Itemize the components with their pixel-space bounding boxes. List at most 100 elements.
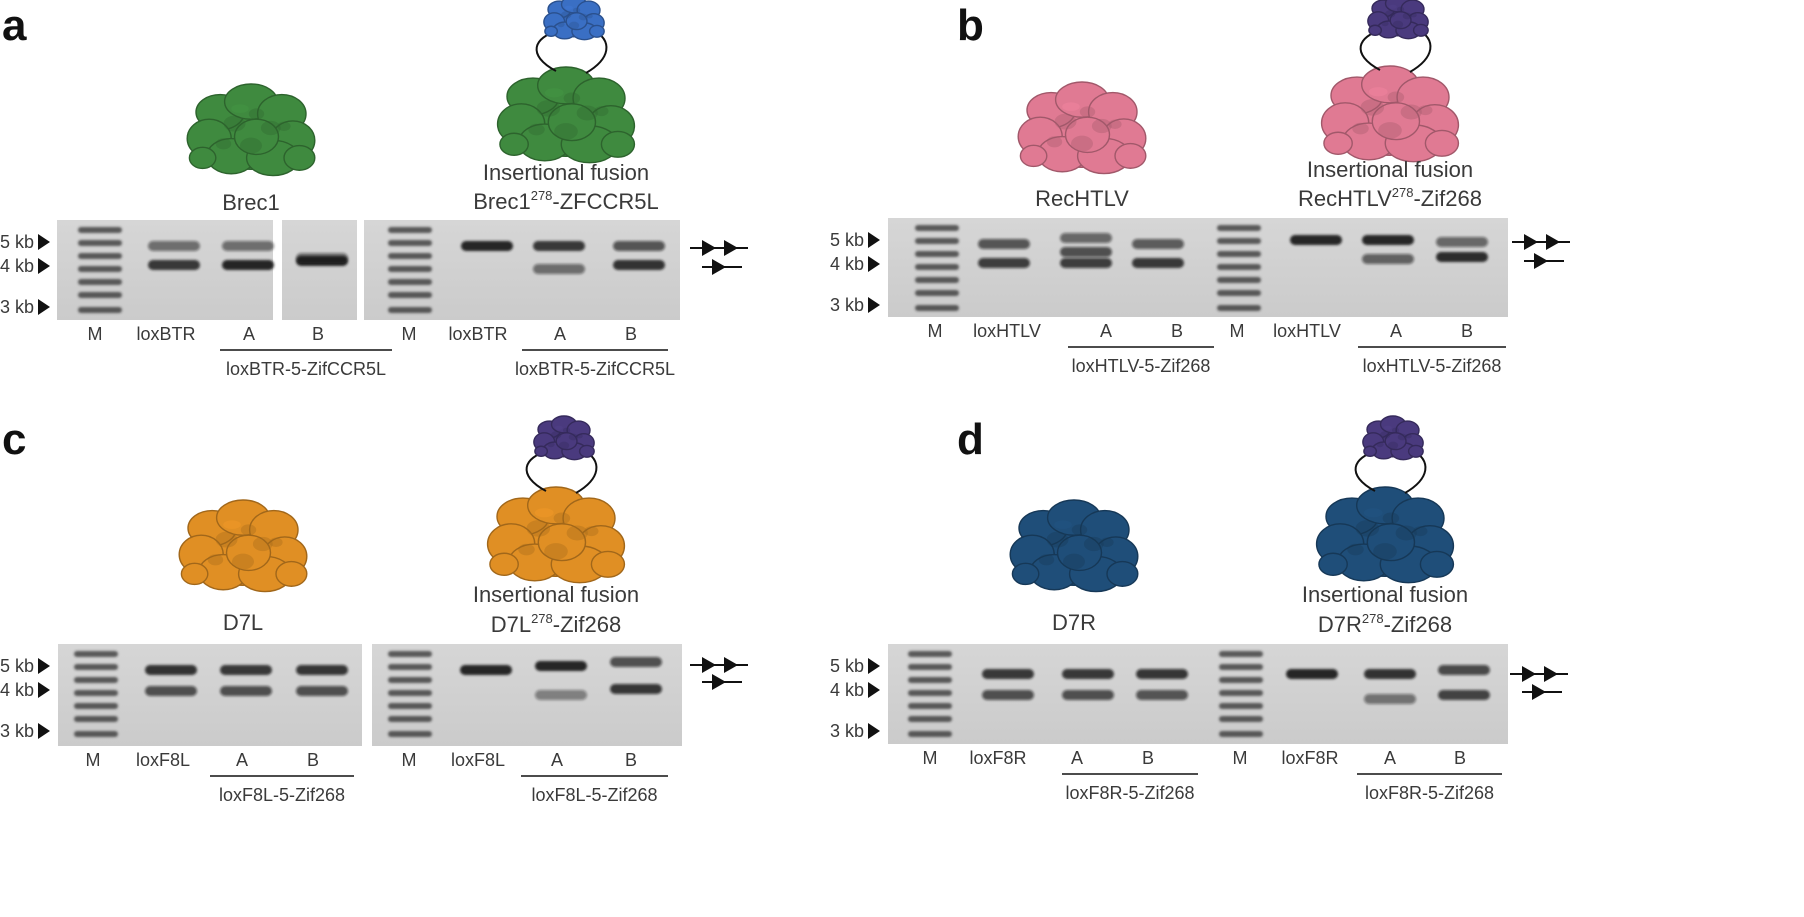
kb-marker-label: 3 kb <box>830 721 864 741</box>
gel-image <box>888 644 1508 744</box>
lane-label: loxBTR <box>136 324 195 344</box>
fusion-title: Insertional fusion <box>1302 582 1468 607</box>
ladder-band <box>74 690 118 696</box>
ladder-band <box>1219 664 1263 670</box>
ladder-band <box>908 703 952 709</box>
kb-marker-label: 4 kb <box>0 680 34 700</box>
kb-marker-arrow <box>38 299 50 315</box>
fusion-name: D7L278-Zif268 <box>491 611 622 637</box>
gel-band <box>148 260 200 270</box>
lane-label: A <box>1071 748 1083 768</box>
ladder-band <box>1219 703 1263 709</box>
protein-name: D7L <box>223 610 263 635</box>
ladder-band <box>388 227 432 233</box>
ladder-band <box>915 277 959 283</box>
gel-band <box>1290 235 1342 245</box>
kb-marker-label: 3 kb <box>0 721 34 741</box>
ladder-band <box>908 716 952 722</box>
ladder-band <box>1219 690 1263 696</box>
ladder-band <box>388 703 432 709</box>
lane-label: A <box>1100 321 1112 341</box>
gel-band <box>220 665 272 675</box>
kb-marker-arrow <box>38 258 50 274</box>
ladder-band <box>74 664 118 670</box>
kb-marker-arrow <box>38 682 50 698</box>
fusion-name: Brec1278-ZFCCR5L <box>473 188 659 214</box>
panel-letter: d <box>957 415 984 464</box>
panel-letter: a <box>2 1 27 50</box>
kb-marker-arrow <box>868 297 880 313</box>
lane-label: A <box>236 750 248 770</box>
gel-band <box>535 690 587 700</box>
kb-marker-arrow <box>868 232 880 248</box>
ladder-band <box>908 731 952 737</box>
lane-label: B <box>625 750 637 770</box>
fusion-name: RecHTLV278-Zif268 <box>1298 185 1482 211</box>
group-label: loxF8L-5-Zif268 <box>531 785 657 805</box>
lane-label: M <box>1230 321 1245 341</box>
ladder-band <box>1217 290 1261 296</box>
gel-band <box>1438 665 1490 675</box>
gel-band <box>1436 237 1488 247</box>
ladder-band <box>78 279 122 285</box>
ladder-band <box>78 292 122 298</box>
gel-band <box>460 665 512 675</box>
lane-label: A <box>1390 321 1402 341</box>
ladder-band <box>915 264 959 270</box>
gel-band <box>148 241 200 251</box>
fusion-body-b <box>1320 65 1460 163</box>
fusion-title: Insertional fusion <box>473 582 639 607</box>
gel-band <box>533 241 585 251</box>
gel-band <box>1132 239 1184 249</box>
gel-band <box>222 260 274 270</box>
lane-label: M <box>402 750 417 770</box>
gel-band <box>296 253 348 263</box>
lane-label: loxHTLV <box>973 321 1041 341</box>
lane-label: loxHTLV <box>1273 321 1341 341</box>
gel-band <box>978 258 1030 268</box>
gel-band <box>533 264 585 274</box>
ladder-band <box>78 240 122 246</box>
gel-image <box>282 220 357 320</box>
kb-marker-arrow <box>38 658 50 674</box>
group-label: loxBTR-5-ZifCCR5L <box>515 359 675 379</box>
kb-marker-arrow <box>868 256 880 272</box>
group-label: loxHTLV-5-Zif268 <box>1072 356 1211 376</box>
double-site-symbol <box>1510 666 1568 682</box>
gel-band <box>610 684 662 694</box>
gel-band <box>1362 235 1414 245</box>
kb-marker-label: 5 kb <box>0 232 34 252</box>
double-site-symbol <box>690 657 748 673</box>
gel-band <box>1286 669 1338 679</box>
gel-band <box>1136 690 1188 700</box>
lane-label: loxF8R <box>969 748 1026 768</box>
ladder-band <box>1219 651 1263 657</box>
group-label: loxF8R-5-Zif268 <box>1365 783 1494 803</box>
gel-band <box>1136 669 1188 679</box>
single-site-symbol <box>702 259 742 275</box>
lane-label: M <box>923 748 938 768</box>
zinc-finger-a <box>543 0 605 41</box>
lane-label: A <box>551 750 563 770</box>
lane-label: B <box>625 324 637 344</box>
fusion-protein-d <box>1315 415 1455 584</box>
ladder-band <box>908 677 952 683</box>
fusion-protein-a <box>496 0 636 164</box>
group-label: loxF8R-5-Zif268 <box>1065 783 1194 803</box>
ladder-band <box>1217 264 1261 270</box>
gel-band <box>296 665 348 675</box>
linker-left <box>525 450 549 492</box>
double-site-symbol <box>1512 234 1570 250</box>
lane-label: B <box>1454 748 1466 768</box>
ladder-band <box>388 664 432 670</box>
ladder-band <box>388 279 432 285</box>
protein-name: D7R <box>1052 610 1096 635</box>
fusion-title: Insertional fusion <box>1307 157 1473 182</box>
fusion-name: D7R278-Zif268 <box>1318 611 1452 637</box>
kb-marker-arrow <box>868 723 880 739</box>
lane-label: B <box>1461 321 1473 341</box>
gel-band <box>982 669 1034 679</box>
lane-label: B <box>1171 321 1183 341</box>
group-label: loxBTR-5-ZifCCR5L <box>226 359 386 379</box>
gel-band <box>1436 252 1488 262</box>
